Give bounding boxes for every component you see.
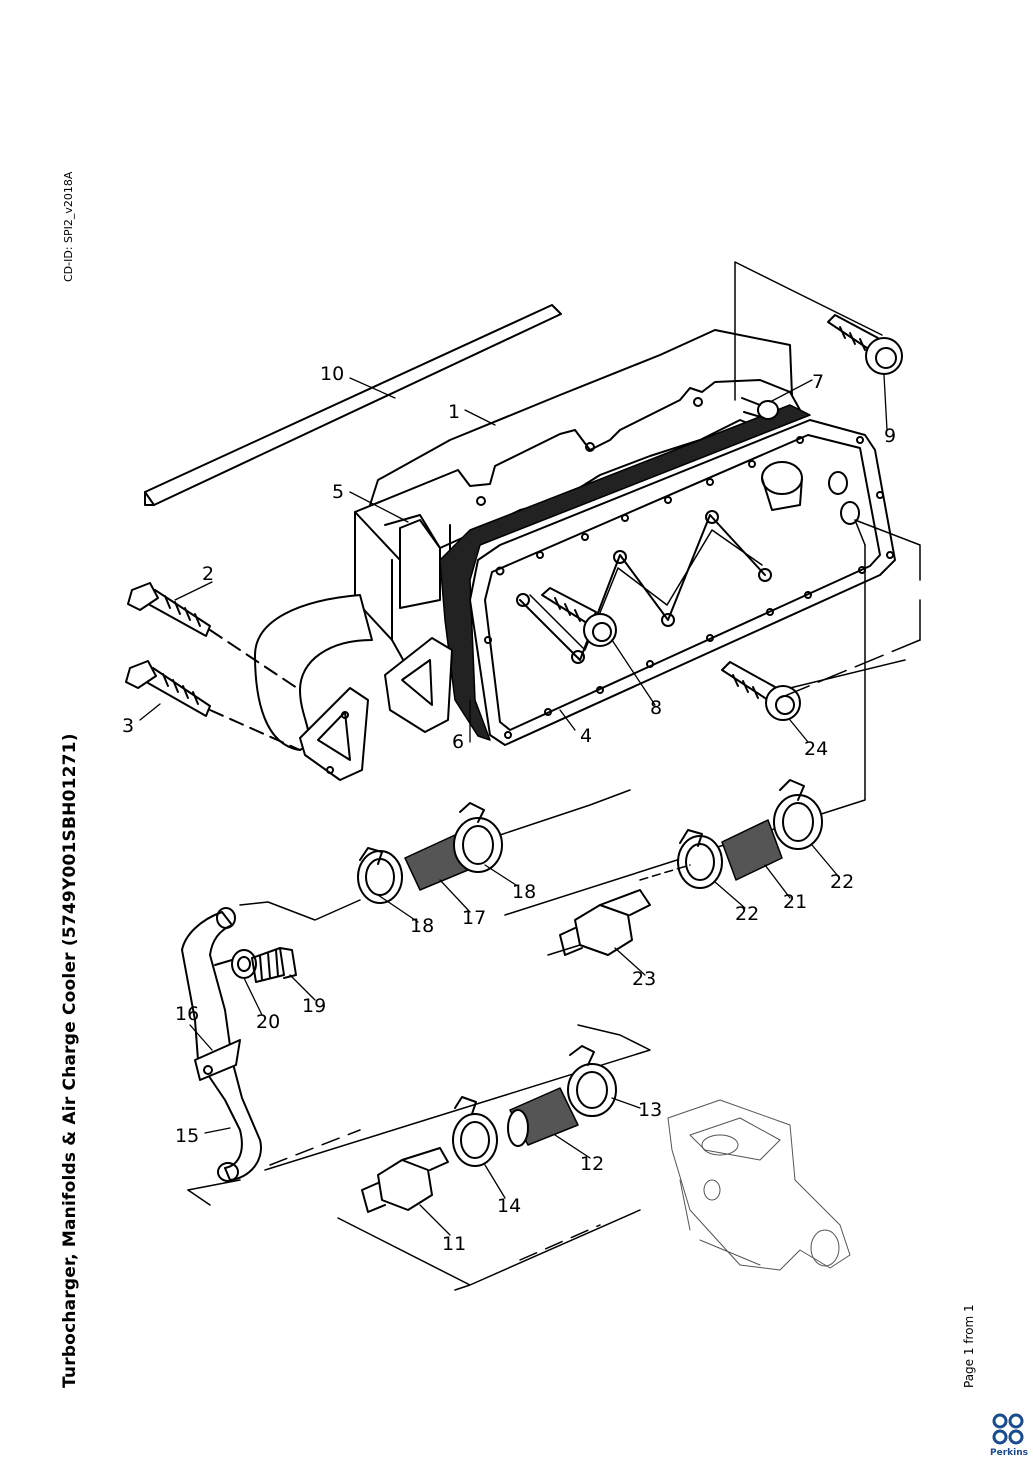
callout-15: 15 — [175, 1125, 199, 1147]
hose-21 — [677, 779, 823, 889]
callout-11: 11 — [442, 1233, 466, 1255]
callout-22a: 22 — [830, 871, 854, 893]
brand-name: Perkins — [990, 1448, 1028, 1458]
charge-cooler-plate — [469, 419, 896, 746]
callout-17: 17 — [462, 907, 486, 929]
callout-18b: 18 — [410, 915, 434, 937]
callout-23: 23 — [632, 968, 656, 990]
callout-2: 2 — [202, 563, 214, 585]
callout-18a: 18 — [512, 881, 536, 903]
bolt-24 — [721, 661, 801, 721]
callout-4: 4 — [580, 725, 592, 747]
hose-17 — [357, 802, 503, 904]
bolt-2 — [127, 582, 211, 637]
bolt-3 — [125, 660, 211, 717]
callout-13: 13 — [638, 1099, 662, 1121]
perkins-logo-icon — [992, 1413, 1024, 1445]
flange-right — [384, 637, 453, 733]
manifold-housing — [254, 329, 801, 751]
callout-24: 24 — [804, 738, 828, 760]
bolt-19 — [214, 947, 297, 983]
hose-12 — [452, 1045, 617, 1167]
pipe-15 — [181, 907, 262, 1182]
callout-22b: 22 — [735, 903, 759, 925]
strip-part — [144, 304, 562, 506]
callout-14: 14 — [497, 1195, 521, 1217]
flange-left — [299, 687, 369, 781]
callout-leaders — [139, 374, 888, 1236]
callout-19: 19 — [302, 995, 326, 1017]
document-title: Turbocharger, Manifolds & Air Charge Coo… — [60, 733, 80, 1388]
adaptor-23 — [559, 889, 651, 956]
callout-1: 1 — [448, 401, 460, 423]
callout-3: 3 — [122, 715, 134, 737]
callout-9: 9 — [884, 425, 896, 447]
callout-8: 8 — [650, 697, 662, 719]
sleeve-7 — [741, 397, 779, 420]
gasket-part — [439, 404, 811, 741]
adaptor-11 — [361, 1147, 449, 1213]
page-indicator: Page 1 from 1 — [962, 1304, 976, 1388]
callout-12: 12 — [580, 1153, 604, 1175]
turbo-housing-outline — [667, 1099, 851, 1271]
bolt-8 — [541, 587, 617, 647]
callout-20: 20 — [256, 1011, 280, 1033]
callout-5: 5 — [332, 481, 344, 503]
callout-numbers: 1 2 3 4 5 6 7 8 9 10 11 12 13 14 15 16 1… — [122, 363, 896, 1255]
callout-16: 16 — [175, 1003, 199, 1025]
callout-7: 7 — [812, 371, 824, 393]
callout-10: 10 — [320, 363, 344, 385]
callout-6: 6 — [452, 731, 464, 753]
callout-21: 21 — [783, 891, 807, 913]
cd-id-label: CD-ID: SPI2_v2018A — [62, 171, 75, 282]
bolt-9 — [827, 314, 903, 375]
